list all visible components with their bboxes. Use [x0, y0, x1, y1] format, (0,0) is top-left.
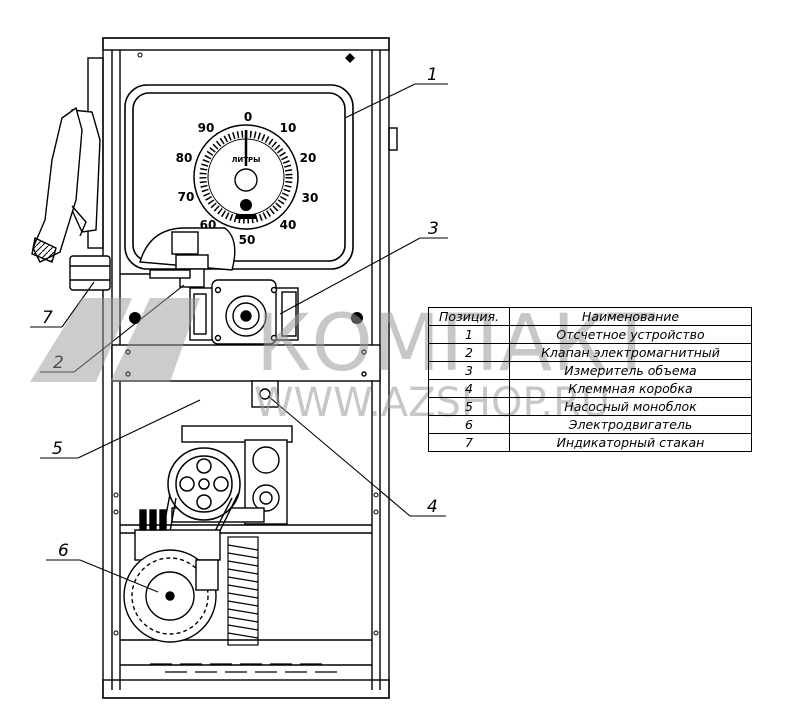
callout-6: 6	[58, 541, 69, 561]
vent-slots	[150, 663, 337, 673]
terminal-box	[251, 380, 279, 408]
table-cell: 3	[428, 361, 510, 380]
table-cell: 1	[428, 325, 510, 344]
table-row: 2 Клапан электромагнитный	[428, 343, 752, 362]
callout-3: 3	[428, 219, 439, 239]
frame-holes	[113, 52, 379, 636]
dial-number: 90	[198, 121, 215, 135]
dial-number: 50	[239, 233, 256, 247]
table-row: 6 Электродвигатель	[428, 415, 752, 434]
dial-unit: ЛИТРЫ	[232, 156, 261, 164]
table-cell: 2	[428, 343, 510, 362]
callout-7: 7	[42, 308, 53, 328]
table-cell: 6	[428, 415, 510, 434]
table-cell: Клеммная коробка	[509, 379, 752, 398]
parts-table: Позиция. Наименование 1 Отсчетное устрой…	[428, 307, 752, 452]
table-row: 5 Насосный моноблок	[428, 397, 752, 416]
table-cell: Измеритель объема	[509, 361, 752, 380]
table-header-row: Позиция. Наименование	[428, 307, 752, 326]
table-cell: Электродвигатель	[509, 415, 752, 434]
dial-number: 70	[178, 190, 195, 204]
column-header: Наименование	[509, 307, 752, 326]
callout-5: 5	[52, 439, 63, 459]
table-cell: 5	[428, 397, 510, 416]
callout-4: 4	[427, 497, 438, 517]
table-row: 1 Отсчетное устройство	[428, 325, 752, 344]
table-row: 4 Клеммная коробка	[428, 379, 752, 398]
table-cell: 7	[428, 433, 510, 452]
table-row: 7 Индикаторный стакан	[428, 433, 752, 452]
table-cell: Индикаторный стакан	[509, 433, 752, 452]
column-header: Позиция.	[428, 307, 510, 326]
dial-number: 20	[300, 151, 317, 165]
dial-number: 10	[280, 121, 297, 135]
pump-pulley	[167, 447, 241, 521]
dial-number: 40	[280, 218, 297, 232]
fuel-nozzle	[31, 57, 104, 263]
electric-motor	[123, 509, 221, 643]
dial-number: 80	[176, 151, 193, 165]
dial-number: 30	[302, 191, 319, 205]
solenoid-valve	[120, 227, 236, 288]
callout-leaders	[30, 83, 448, 593]
table-cell: Отсчетное устройство	[509, 325, 752, 344]
volume-meter	[189, 279, 299, 345]
table-cell: 4	[428, 379, 510, 398]
indicator-glass	[69, 255, 111, 291]
table-row: 3 Измеритель объема	[428, 361, 752, 380]
dial-number: 0	[244, 110, 252, 124]
support-spring	[227, 536, 259, 646]
counter-panel	[124, 84, 354, 270]
dial-face: ЛИТРЫ	[193, 124, 299, 230]
table-cell: Насосный моноблок	[509, 397, 752, 416]
table-cell: Клапан электромагнитный	[509, 343, 752, 362]
frame-bolt	[351, 312, 363, 324]
callout-1: 1	[427, 65, 438, 85]
